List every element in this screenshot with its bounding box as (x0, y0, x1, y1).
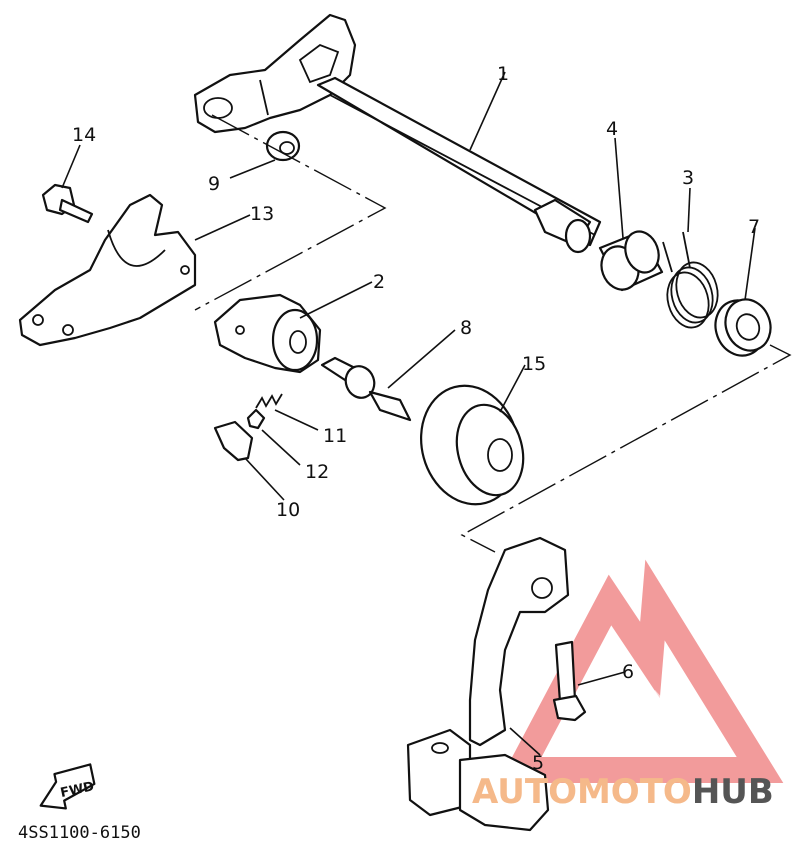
torsion-spring-part-3 (662, 231, 719, 329)
stopper-wheel-part-15 (420, 384, 525, 506)
bolt-part-14 (41, 183, 94, 224)
diagram-part-number: 4SS1100-6150 (18, 823, 141, 843)
watermark-text-hub: HUB (692, 772, 774, 812)
callout-11: 11 (323, 425, 347, 447)
fwd-label: FWD (59, 779, 96, 801)
alignment-dash-lines (194, 114, 792, 553)
shift-cam-part-2 (213, 293, 322, 374)
collar-part-4 (598, 230, 664, 292)
oil-seal-part-7 (714, 298, 772, 357)
callout-10: 10 (276, 499, 300, 521)
shift-pedal-part-5 (406, 536, 570, 832)
watermark-logo (498, 559, 784, 783)
watermark-text-automoto: AUTOMOTO (472, 772, 692, 812)
callout-3: 3 (682, 167, 694, 189)
callout-13: 13 (250, 203, 274, 225)
bolt-part-6 (552, 640, 587, 722)
callout-4: 4 (606, 118, 618, 140)
watermark-text: AUTOMOTOHUB (472, 772, 774, 812)
callout-labels: 1 2 3 4 5 6 7 8 9 10 11 12 13 14 15 (72, 63, 760, 774)
pawl-part-10 (213, 420, 254, 462)
callout-2: 2 (373, 271, 385, 293)
shift-shaft-part-1 (193, 13, 602, 254)
callout-9: 9 (208, 173, 220, 195)
stud-bolt-part-8 (320, 356, 412, 422)
pin-part-12 (246, 408, 266, 430)
callout-6: 6 (622, 661, 634, 683)
callout-8: 8 (460, 317, 472, 339)
callout-5: 5 (532, 752, 544, 774)
washer-part-9 (265, 130, 301, 162)
callout-1: 1 (497, 63, 509, 85)
callout-12: 12 (305, 461, 329, 483)
callout-14: 14 (72, 124, 96, 146)
callout-7: 7 (748, 216, 760, 238)
stopper-plate-part-13 (18, 193, 197, 347)
fwd-arrow-icon: FWD (39, 763, 96, 810)
leader-lines (61, 71, 756, 756)
spring-part-11 (255, 393, 283, 409)
callout-15: 15 (522, 353, 546, 375)
